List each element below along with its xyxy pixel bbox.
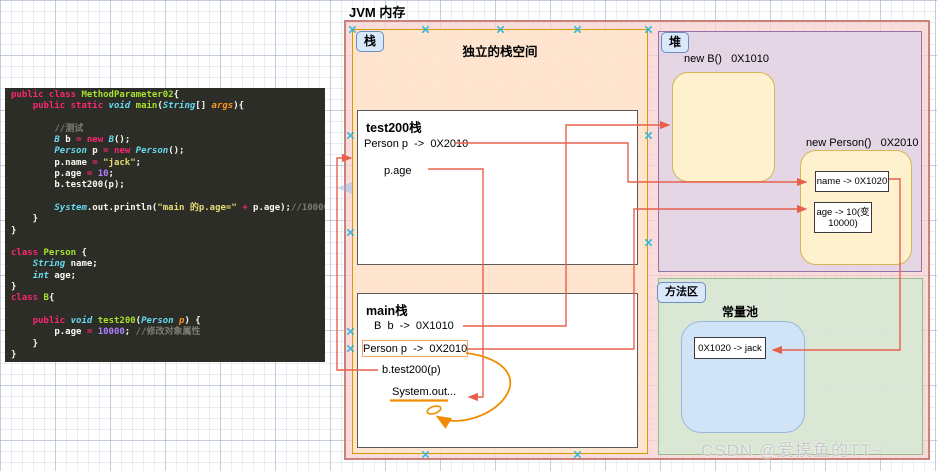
method-area-badge[interactable]: 方法区: [657, 282, 706, 303]
stack-area-title: 独立的栈空间: [462, 45, 538, 59]
selection-handle[interactable]: [645, 26, 652, 33]
diagram-title: JVM 内存: [349, 5, 406, 20]
heap-badge-label: 堆: [669, 35, 682, 49]
selection-handle[interactable]: [347, 229, 354, 236]
main-b-var: B b -> 0X1010: [374, 320, 454, 332]
main-person-var-box[interactable]: Person p -> 0X2010: [362, 340, 468, 357]
main-frame-title: main栈: [366, 304, 408, 318]
person-name-value: name -> 0X1020: [816, 176, 888, 187]
selection-handle[interactable]: [574, 451, 581, 458]
new-b-object[interactable]: [672, 72, 775, 182]
person-age-field[interactable]: age -> 10(变 10000): [814, 202, 872, 233]
constant-pool-entry-value: 0X1020 -> jack: [698, 342, 762, 354]
selection-handle[interactable]: [645, 132, 652, 139]
selection-handle[interactable]: [497, 26, 504, 33]
selection-handle[interactable]: [574, 26, 581, 33]
selection-handle[interactable]: [645, 239, 652, 246]
new-person-label: new Person() 0X2010: [806, 137, 919, 149]
heap-badge[interactable]: 堆: [661, 32, 690, 53]
test200-frame-title: test200栈: [366, 121, 422, 135]
selection-handle[interactable]: [422, 26, 429, 33]
person-name-field[interactable]: name -> 0X1020: [815, 171, 889, 192]
stack-badge-label: 栈: [364, 34, 377, 48]
selection-handle[interactable]: [347, 132, 354, 139]
selection-handle[interactable]: [349, 26, 356, 33]
constant-pool-entry[interactable]: 0X1020 -> jack: [694, 337, 766, 359]
constant-pool-title: 常量池: [721, 305, 758, 319]
new-b-label: new B() 0X1010: [684, 53, 769, 65]
person-age-value: age -> 10(变 10000): [816, 206, 870, 229]
test200-page-var: p.age: [384, 165, 412, 177]
selection-handle[interactable]: [347, 328, 354, 335]
stack-badge[interactable]: 栈: [356, 31, 385, 52]
main-btest200-call: b.test200(p): [382, 364, 441, 376]
main-systemout-call: System.out...: [392, 386, 457, 398]
test200-person-var: Person p -> 0X2010: [364, 138, 469, 150]
selection-handle[interactable]: [422, 451, 429, 458]
test200-stack-frame[interactable]: test200栈 Person p -> 0X2010 p.age: [357, 110, 638, 265]
main-stack-frame[interactable]: main栈 B b -> 0X1010 Person p -> 0X2010 b…: [357, 293, 638, 448]
selection-handle[interactable]: [347, 345, 354, 352]
watermark: CSDN @爱摸鱼的TT~: [701, 441, 883, 460]
method-area-badge-label: 方法区: [665, 286, 698, 298]
main-person-var: Person p -> 0X2010: [363, 343, 468, 355]
code-editor[interactable]: public class MethodParameter02{ public s…: [5, 88, 325, 362]
